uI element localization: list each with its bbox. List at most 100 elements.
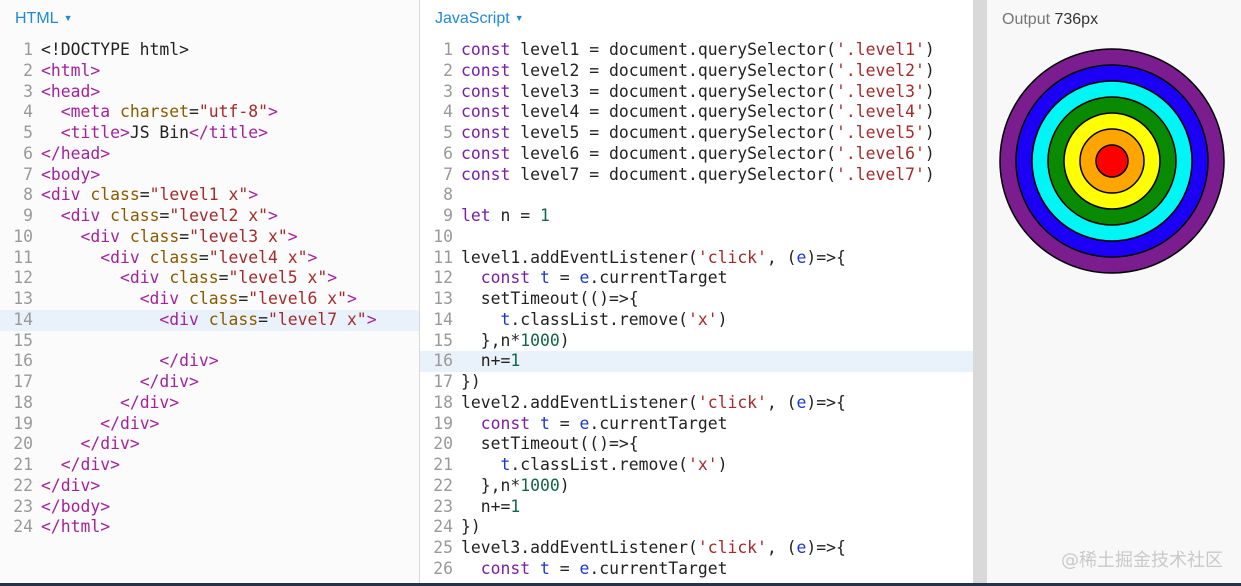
code-text[interactable]: n+=1 [461,351,521,371]
code-text[interactable]: <head> [41,81,101,101]
code-text[interactable]: <title>JS Bin</title> [60,123,268,142]
code-text[interactable]: }) [461,517,481,537]
js-code-line[interactable]: 10 [420,227,973,248]
html-code-line[interactable]: 19 </div> [0,414,419,435]
code-text[interactable]: </div> [159,351,219,371]
html-code-line[interactable]: 15 [0,331,419,352]
code-text[interactable]: const level1 = document.querySelector('.… [461,40,935,59]
js-code-line[interactable]: 19 const t = e.currentTarget [420,414,973,435]
code-text[interactable]: </body> [41,496,111,516]
html-code-line[interactable]: 12 <div class="level5 x"> [0,268,419,289]
html-code-line[interactable]: 10 <div class="level3 x"> [0,227,419,248]
code-text[interactable]: level2.addEventListener('click', (e)=>{ [461,392,846,412]
js-code-line[interactable]: 20 setTimeout(()=>{ [420,434,973,455]
code-text[interactable]: t.classList.remove('x') [500,455,728,474]
js-code-line[interactable]: 22 },n*1000) [420,476,973,497]
js-code-line[interactable]: 15 },n*1000) [420,331,973,352]
code-text[interactable]: setTimeout(()=>{ [461,289,639,308]
js-code-line[interactable]: 16 n+=1 [420,351,973,372]
html-code-line[interactable]: 9 <div class="level2 x"> [0,206,419,227]
html-code-line[interactable]: 13 <div class="level6 x"> [0,289,419,310]
code-text[interactable]: const t = e.currentTarget [480,413,728,433]
html-code-line[interactable]: 3<head> [0,82,419,103]
javascript-panel-header[interactable]: JavaScript▼ [435,10,524,28]
code-text[interactable]: </div> [41,475,101,495]
code-text[interactable]: const level3 = document.querySelector('.… [461,81,935,101]
ring-level7[interactable] [1095,144,1129,178]
code-text[interactable]: const level6 = document.querySelector('.… [461,143,935,163]
panel-resize-handle[interactable] [973,0,987,586]
html-code-line[interactable]: 11 <div class="level4 x"> [0,248,419,269]
js-code-line[interactable]: 26 const t = e.currentTarget [420,559,973,580]
code-text[interactable]: const t = e.currentTarget [480,268,728,288]
code-text[interactable]: <div class="level7 x"> [159,309,377,329]
code-text[interactable]: level1.addEventListener('click', (e)=>{ [461,247,846,267]
html-code-line[interactable]: 4 <meta charset="utf-8"> [0,102,419,123]
code-text[interactable]: n+=1 [461,496,521,516]
code-text[interactable]: },n*1000) [461,475,570,495]
js-code-line[interactable]: 21 t.classList.remove('x') [420,455,973,476]
html-code-line[interactable]: 24</html> [0,517,419,538]
html-code-line[interactable]: 7<body> [0,165,419,186]
js-code-line[interactable]: 12 const t = e.currentTarget [420,268,973,289]
js-code-line[interactable]: 17}) [420,372,973,393]
html-code-line[interactable]: 5 <title>JS Bin</title> [0,123,419,144]
code-text[interactable]: </head> [41,143,111,163]
code-text[interactable]: <div class="level6 x"> [139,289,357,308]
code-text[interactable]: const level4 = document.querySelector('.… [461,102,935,122]
nested-rings-output[interactable] [999,48,1225,274]
code-text[interactable]: }) [461,372,481,391]
html-code-line[interactable]: 18 </div> [0,393,419,414]
code-text[interactable]: </div> [119,392,180,412]
code-text[interactable]: const level7 = document.querySelector('.… [461,164,935,184]
code-text[interactable]: <html> [41,60,101,80]
html-code-line[interactable]: 20 </div> [0,434,419,455]
code-text[interactable]: level3.addEventListener('click', (e)=>{ [461,538,846,557]
html-code-line[interactable]: 1<!DOCTYPE html> [0,40,419,61]
js-code-line[interactable]: 8 [420,185,973,206]
code-text[interactable]: },n*1000) [461,330,570,350]
code-text[interactable]: let n = 1 [461,206,550,225]
html-code-line[interactable]: 2<html> [0,61,419,82]
js-code-line[interactable]: 13 setTimeout(()=>{ [420,289,973,310]
code-text[interactable]: t.classList.remove('x') [500,309,728,329]
code-text[interactable]: </div> [80,434,140,454]
js-code-line[interactable]: 14 t.classList.remove('x') [420,310,973,331]
code-text[interactable]: <div class="level3 x"> [80,226,298,246]
code-text[interactable]: </div> [60,455,120,474]
html-panel-header[interactable]: HTML▼ [15,10,72,28]
html-code-line[interactable]: 23</body> [0,497,419,518]
code-text[interactable]: const level2 = document.querySelector('.… [461,60,935,80]
code-text[interactable]: <div class="level4 x"> [100,247,318,267]
code-text[interactable]: </div> [139,372,199,391]
code-text[interactable]: <div class="level2 x"> [60,206,278,225]
code-text[interactable]: const t = e.currentTarget [480,558,728,578]
code-text[interactable]: <div class="level5 x"> [119,268,338,288]
html-code-editor[interactable]: 1<!DOCTYPE html>2<html>3<head>4 <meta ch… [0,40,419,538]
panel-divider[interactable] [419,0,420,586]
code-text[interactable]: </div> [100,413,160,433]
html-code-line[interactable]: 17 </div> [0,372,419,393]
html-code-line[interactable]: 14 <div class="level7 x"> [0,309,419,331]
html-code-line[interactable]: 16 </div> [0,351,419,372]
html-code-line[interactable]: 21 </div> [0,455,419,476]
js-code-line[interactable]: 24}) [420,517,973,538]
js-code-line[interactable]: 23 n+=1 [420,497,973,518]
code-text[interactable]: <div class="level1 x"> [41,185,259,205]
code-text[interactable]: const level5 = document.querySelector('.… [461,123,935,142]
html-code-line[interactable]: 8<div class="level1 x"> [0,185,419,206]
code-text[interactable]: setTimeout(()=>{ [461,434,639,454]
code-text[interactable]: <meta charset="utf-8"> [60,102,278,122]
code-text[interactable]: </html> [41,517,111,537]
code-text[interactable]: <body> [41,164,101,184]
